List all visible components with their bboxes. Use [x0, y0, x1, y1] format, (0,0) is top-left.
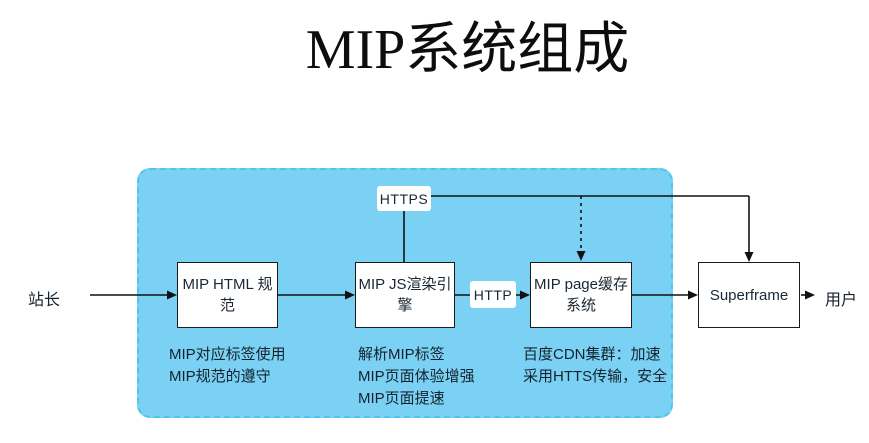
arrow-https-to-page-cache-dashed — [576, 196, 586, 261]
diagram-title: MIP系统组成 — [305, 19, 630, 81]
node-mip-html-spec: MIP HTML 规 范 — [177, 262, 278, 328]
arrow-page-cache-to-superframe — [632, 290, 698, 300]
arrow-html-spec-to-js-engine — [278, 290, 355, 300]
actor-webmaster-label: 站长 — [28, 292, 61, 309]
actor-user-label: 用户 — [825, 292, 858, 309]
node-superframe: Superframe — [698, 262, 800, 328]
node-mip-js-render-engine: MIP JS渲染引 擎 — [355, 262, 455, 328]
node-mip-page-cache: MIP page缓存 系统 — [530, 262, 632, 328]
http-protocol-label: HTTP — [470, 281, 516, 308]
arrow-superframe-to-target — [801, 290, 815, 300]
https-protocol-label: HTTPS — [377, 186, 431, 211]
note-mip-html-spec: MIP对应标签使用 MIP规范的遵守 — [169, 346, 286, 385]
note-mip-page-cache: 百度CDN集群：加速 采用HTTS传输，安全 — [523, 346, 668, 385]
arrow-source-to-html-spec — [90, 290, 177, 300]
note-mip-js-render-engine: 解析MIP标签 MIP页面体验增强 MIP页面提速 — [358, 346, 475, 407]
arrow-https-to-superframe — [431, 195, 754, 262]
